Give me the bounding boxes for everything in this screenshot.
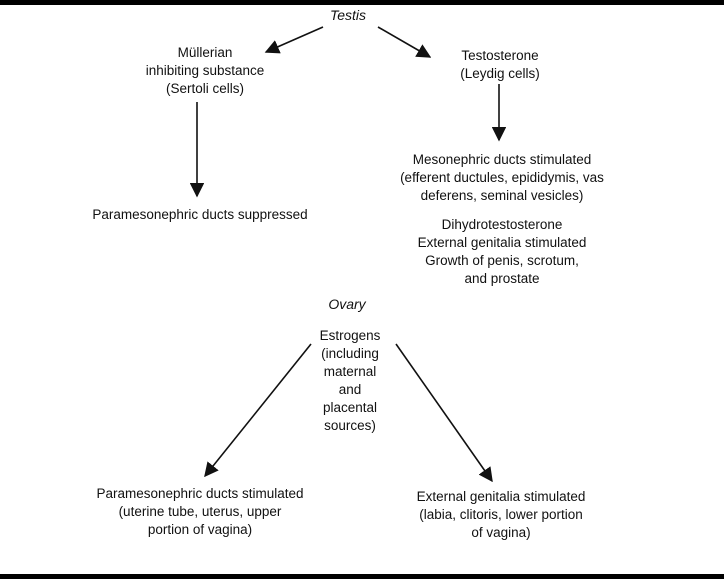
mullerian-inhibiting-substance-block: Müllerian inhibiting substance (Sertoli … bbox=[145, 45, 265, 96]
dihydrotestosterone-block: Dihydrotestosterone External genitalia s… bbox=[417, 217, 587, 286]
paramesonephric-suppressed-label: Paramesonephric ducts suppressed bbox=[92, 207, 308, 222]
bottom-border-rule bbox=[0, 574, 724, 579]
arrow-estrogens-to-external-genitalia bbox=[395, 343, 493, 483]
top-border-rule bbox=[0, 0, 724, 5]
external-genitalia-stimulated-block: External genitalia stimulated (labia, cl… bbox=[416, 489, 586, 540]
paramesonephric-stimulated-block: Paramesonephric ducts stimulated (uterin… bbox=[96, 486, 304, 537]
arrow-estrogens-to-paramesonephric-stimulated bbox=[204, 343, 312, 478]
arrow-testis-to-testosterone bbox=[377, 26, 432, 58]
testosterone-block: Testosterone (Leydig cells) bbox=[460, 48, 540, 81]
arrow-testis-to-mullerian bbox=[264, 26, 324, 54]
testis-label: Testis bbox=[329, 7, 367, 23]
estrogens-block: Estrogens (including maternal and placen… bbox=[319, 328, 381, 433]
ovary-label: Ovary bbox=[328, 296, 366, 312]
mesonephric-ducts-block: Mesonephric ducts stimulated (efferent d… bbox=[400, 152, 604, 203]
